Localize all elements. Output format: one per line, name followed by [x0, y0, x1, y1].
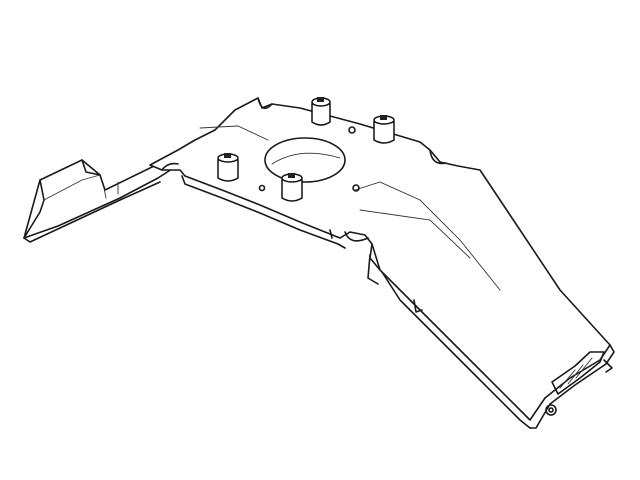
standoff-boss-1: [311, 97, 331, 126]
standoff-boss-2: [373, 115, 395, 144]
end-clip: [545, 351, 613, 416]
standoff-boss-3: [217, 153, 239, 182]
left-wing-flange: [23, 151, 187, 243]
side-tabs: [329, 229, 423, 313]
central-hole: [264, 137, 346, 183]
small-holes: [258, 126, 360, 192]
standoff-boss-4: [281, 173, 303, 202]
main-plate: [149, 97, 615, 429]
